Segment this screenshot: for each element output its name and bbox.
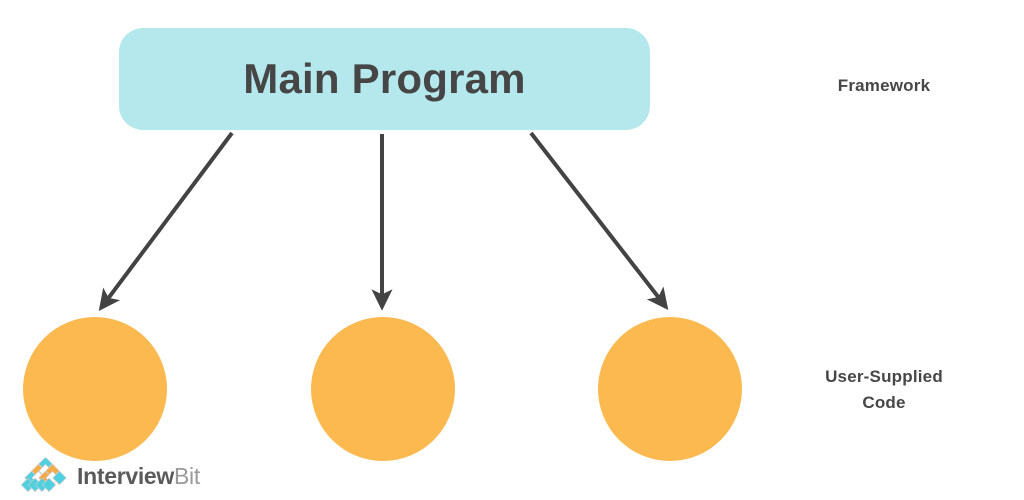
main-program-box: Main Program [119,28,650,130]
interviewbit-diamond-mark-icon [20,458,67,492]
arrow-left-line [98,131,234,311]
user-code-circle-1 [23,317,167,461]
framework-label: Framework [837,76,931,95]
interviewbit-wordmark: InterviewBit [77,462,200,489]
main-program-label: Main Program [243,55,526,102]
user-code-circle-3 [598,317,742,461]
interviewbit-logo: InterviewBit [20,458,200,492]
arrow-left-to-node-1 [98,131,234,311]
framework-label-group: Framework [760,73,1008,99]
logo-text-bit: Bit [174,462,200,489]
arrow-right-to-node-3 [529,131,669,310]
user-supplied-code-label-line2: Code [862,393,906,413]
user-supplied-code-label-group: User-Supplied Code [760,364,1008,417]
user-code-circle-2 [311,317,455,461]
arrow-right-line [529,131,669,310]
user-supplied-code-label-line1: User-Supplied [825,367,943,386]
logo-text-interview: Interview [77,462,175,489]
